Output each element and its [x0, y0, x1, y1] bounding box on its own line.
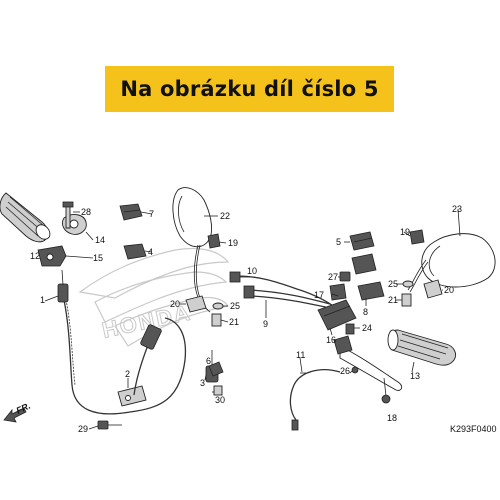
switch-part-6b — [351, 253, 377, 275]
cable-part-11 — [289, 369, 341, 431]
bolt-part-21a — [211, 313, 222, 327]
leader-lines — [44, 208, 461, 430]
nut-part-26 — [351, 366, 359, 374]
washer-part-25b — [402, 280, 414, 288]
nut-part-19a — [207, 233, 221, 249]
callout-16: 16 — [326, 335, 336, 345]
screw-part-30 — [213, 385, 223, 396]
callout-23: 23 — [452, 204, 462, 214]
callout-28: 28 — [81, 207, 91, 217]
left-grip-part-12 — [0, 192, 51, 243]
cable-end-part-18 — [381, 377, 391, 404]
callout-10: 10 — [247, 266, 257, 276]
callout-5: 5 — [336, 237, 341, 247]
bolt-part-21b — [401, 293, 412, 307]
washer-part-25a — [212, 302, 224, 310]
throttle-cover-part-15 — [37, 245, 67, 267]
callout-14: 14 — [95, 235, 105, 245]
callout-25-right: 25 — [388, 279, 398, 289]
clamp-part-4 — [123, 243, 147, 260]
callout-13: 13 — [410, 371, 420, 381]
diagram-code: K293F0400 — [450, 424, 497, 434]
nut-part-19b — [409, 229, 425, 245]
callout-7: 7 — [149, 209, 154, 219]
front-indicator-label: FR. — [15, 401, 32, 416]
callout-30: 30 — [215, 395, 225, 405]
callout-3: 3 — [200, 378, 205, 388]
callout-21-right: 21 — [388, 295, 398, 305]
callout-8: 8 — [363, 307, 368, 317]
bracket-part-20a — [185, 295, 207, 313]
callout-15: 15 — [93, 253, 103, 263]
brake-lever-part-26 — [333, 335, 403, 391]
callout-1: 1 — [40, 295, 45, 305]
callout-6: 6 — [206, 356, 211, 366]
callout-29: 29 — [78, 424, 88, 434]
connector-part-6 — [208, 361, 224, 377]
switch-part-5 — [349, 231, 375, 251]
callout-11: 11 — [296, 350, 305, 360]
clamp-part-7 — [119, 203, 143, 221]
callout-19-left: 19 — [228, 238, 238, 248]
callout-20-left: 20 — [170, 299, 180, 309]
cable-bracket-part-2 — [117, 324, 162, 407]
callout-27: 27 — [328, 272, 338, 282]
lever-part-24 — [345, 323, 355, 335]
callout-2: 2 — [125, 369, 130, 379]
right-grip-part-13 — [387, 329, 457, 366]
front-arrow-icon: FR. — [3, 401, 32, 423]
callout-25-left: 25 — [230, 301, 240, 311]
callout-4: 4 — [148, 247, 153, 257]
callout-26: 26 — [340, 366, 350, 376]
callout-19-right: 19 — [400, 227, 410, 237]
screw-part-27 — [339, 271, 351, 282]
callout-labels: 1 2 3 4 5 6 7 8 9 10 11 12 13 14 15 16 1… — [30, 204, 462, 434]
callout-17: 17 — [314, 290, 324, 300]
switch-part-8 — [357, 281, 385, 301]
callout-12: 12 — [30, 251, 40, 261]
throttle-cable-part-1 — [57, 269, 187, 415]
title-banner: Na obrázku díl číslo 5 — [105, 66, 394, 112]
right-mirror-part-23 — [407, 233, 496, 293]
callout-20-right: 20 — [444, 285, 454, 295]
callout-18: 18 — [387, 413, 397, 423]
switch-part-17 — [329, 283, 347, 301]
switch-harness-part-9 — [243, 285, 331, 309]
switch-housing-part-16 — [317, 299, 357, 331]
screw-part-28 — [62, 201, 74, 229]
bracket-part-20b — [423, 279, 443, 299]
callout-9: 9 — [263, 319, 268, 329]
callout-22: 22 — [220, 211, 230, 221]
callout-24: 24 — [362, 323, 372, 333]
bolt-part-29 — [97, 420, 122, 430]
banner-text: Na obrázku díl číslo 5 — [120, 77, 379, 101]
callout-21-left: 21 — [229, 317, 239, 327]
